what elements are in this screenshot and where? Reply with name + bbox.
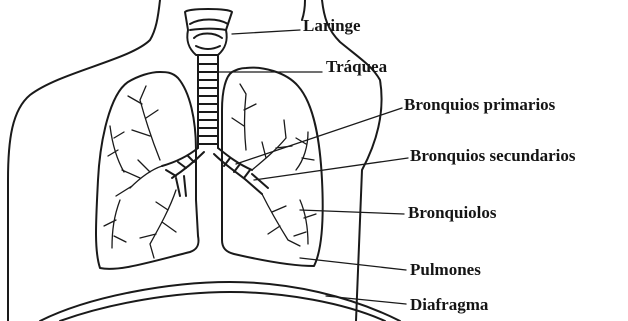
- leader-laringe: [232, 30, 300, 34]
- diaphragm: [40, 282, 400, 321]
- label-bronquios-secundarios: Bronquios secundarios: [410, 147, 575, 164]
- leader-bronquios-secundarios: [254, 158, 408, 180]
- trachea: [198, 56, 218, 148]
- bronchi: [162, 148, 268, 196]
- left-lung-bronchioles: [104, 86, 176, 258]
- label-laringe: Laringe: [303, 17, 361, 34]
- label-diafragma: Diafragma: [410, 296, 488, 313]
- leader-bronquiolos: [300, 210, 404, 214]
- label-pulmones: Pulmones: [410, 261, 481, 278]
- right-lung-bronchioles: [232, 84, 316, 246]
- label-bronquios-primarios: Bronquios primarios: [404, 96, 555, 113]
- label-bronquiolos: Bronquiolos: [408, 204, 497, 221]
- larynx: [185, 9, 232, 55]
- leader-diafragma: [326, 296, 406, 304]
- label-traquea: Tráquea: [326, 58, 387, 75]
